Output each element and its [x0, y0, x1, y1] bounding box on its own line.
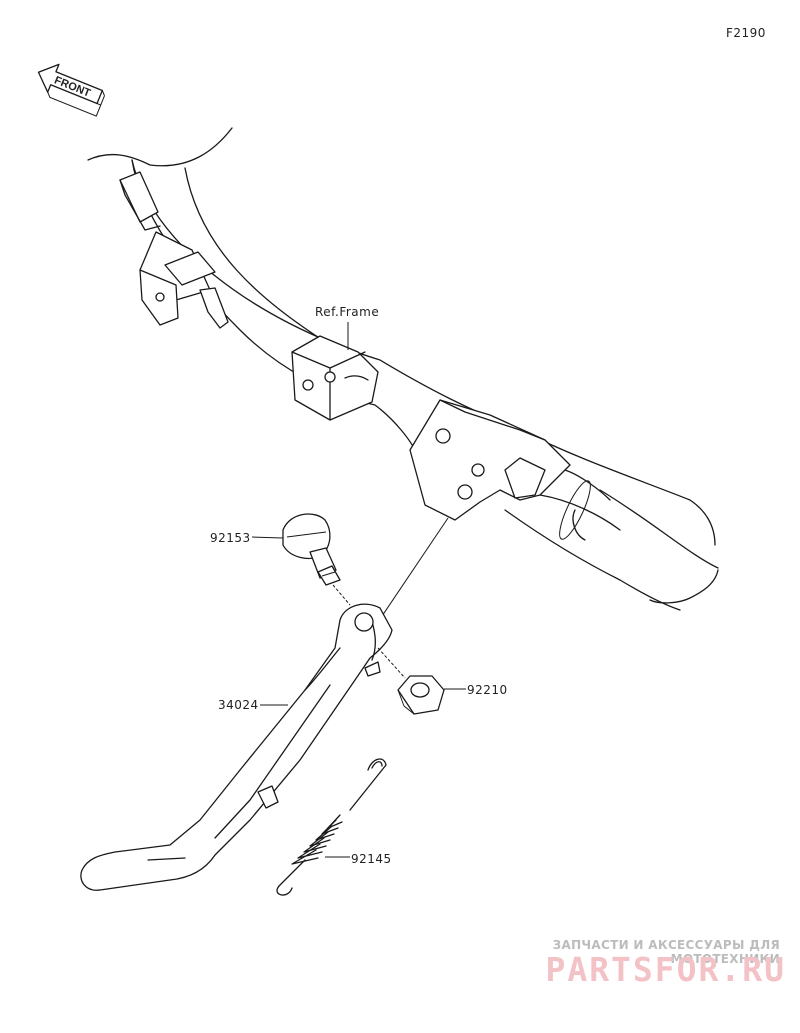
diagram-code: F2190: [726, 26, 766, 40]
frame: [87, 127, 719, 611]
front-arrow-icon: FRONT: [37, 63, 105, 117]
bolt-axis-line: [332, 584, 351, 606]
nut-axis-line: [377, 647, 406, 679]
spring-92145: [276, 758, 387, 896]
ref-frame-label: Ref.Frame: [315, 305, 379, 319]
frame-clamp-block: [291, 335, 379, 421]
part-label-spring: 92145: [351, 852, 392, 866]
watermark-tagline: ЗАПЧАСТИ И АКСЕССУАРЫ ДЛЯ МОТОТЕХНИКИ: [552, 938, 780, 966]
mount-leader: [377, 517, 449, 623]
bolt-92153: [282, 513, 341, 586]
nut-92210: [397, 675, 445, 715]
part-label-nut: 92210: [467, 683, 508, 697]
part-label-side-stand: 34024: [218, 698, 259, 712]
watermark-logo: PARTSFOR.RU: [545, 950, 786, 989]
frame-bracket-upper: [119, 171, 229, 329]
stand-mount-bracket: [409, 399, 571, 521]
side-stand-34024: [80, 603, 393, 891]
bolt-leader: [251, 536, 284, 539]
part-label-bolt: 92153: [210, 531, 251, 545]
